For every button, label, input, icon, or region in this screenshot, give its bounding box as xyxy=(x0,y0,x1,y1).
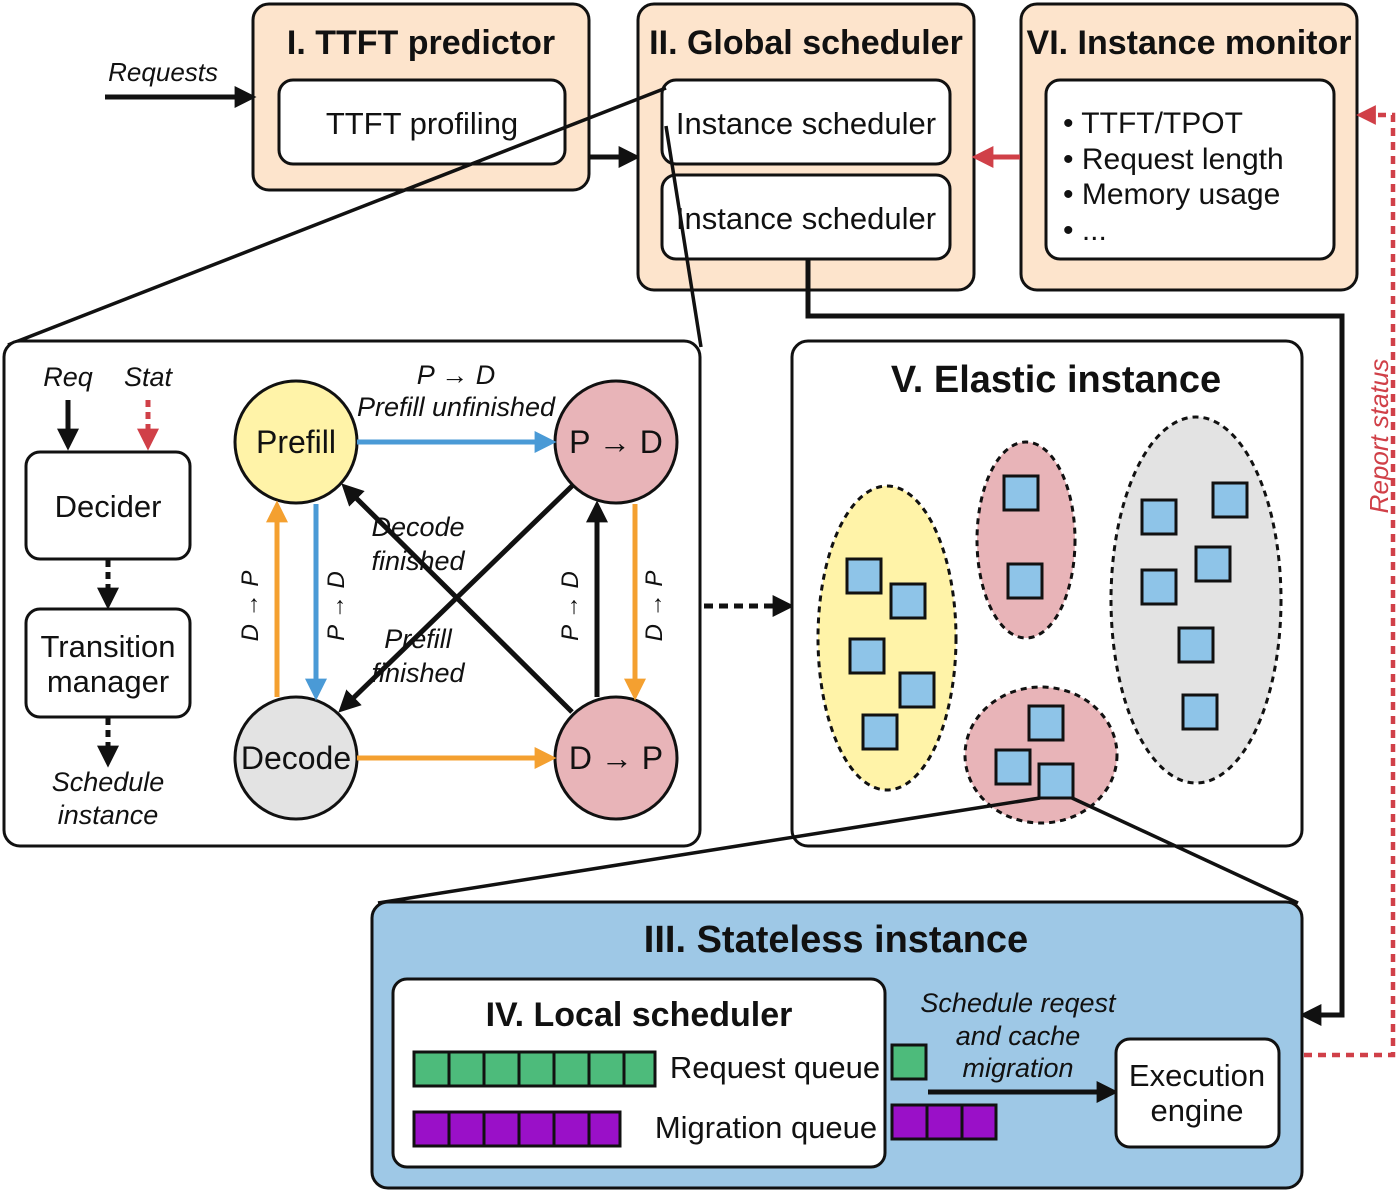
migration-in-transit xyxy=(890,1103,998,1141)
report-status-label: Report status xyxy=(1364,359,1394,514)
transition-instance-group xyxy=(963,685,1119,825)
instance-square xyxy=(1027,704,1065,742)
decode-finished-label: Decode xyxy=(371,512,464,542)
p2d-left-label: P → D xyxy=(323,571,350,641)
instance-square xyxy=(861,713,899,751)
pd-transition-label: Prefill unfinished xyxy=(357,392,556,422)
stateless-instance-title: III. Stateless instance xyxy=(644,919,1028,961)
ttft-profiling-label: TTFT profiling xyxy=(326,106,518,141)
report-status-arrow xyxy=(1304,105,1396,1058)
monitor-item: • ... xyxy=(1063,214,1107,247)
transition-manager-label: Transition xyxy=(41,629,176,664)
pd-transition-label: P → D xyxy=(417,360,496,390)
prefill-state-label: Prefill xyxy=(256,424,336,460)
prefill-finished-label: finished xyxy=(371,658,465,688)
schedule-instance-label: Schedule xyxy=(52,767,165,797)
migration-queue-label: Migration queue xyxy=(655,1110,877,1145)
decider-label: Decider xyxy=(55,489,162,524)
instance-scheduler-box-1 xyxy=(660,78,952,166)
execution-engine-box xyxy=(1114,1037,1281,1149)
instance-square xyxy=(1006,562,1044,600)
instance-square xyxy=(1194,545,1232,583)
instance-scheduler-box-2 xyxy=(660,173,952,261)
request-queue-label: Request queue xyxy=(670,1050,880,1085)
instance-scheduler-label-1: Instance scheduler xyxy=(676,106,936,141)
monitor-metrics-box xyxy=(1044,78,1336,261)
monitor-item: • Request length xyxy=(1063,143,1284,176)
elastic-instance-title: V. Elastic instance xyxy=(891,359,1221,401)
instance-square xyxy=(898,671,936,709)
instance-square xyxy=(1211,481,1249,519)
prefill-finished-label: Prefill xyxy=(384,624,453,654)
p-to-d-state-label: P → D xyxy=(569,424,663,460)
instance-square xyxy=(1140,498,1178,536)
transition-manager-label: manager xyxy=(47,664,169,699)
global-scheduler-title: II. Global scheduler xyxy=(649,24,963,62)
decode-finished-label: finished xyxy=(371,546,465,576)
instance-square xyxy=(1140,568,1178,606)
schedule-instance-label: instance xyxy=(58,800,159,830)
instance-monitor-title: VI. Instance monitor xyxy=(1027,24,1352,62)
instance-square xyxy=(848,637,886,675)
instance-square xyxy=(845,557,883,595)
schedule-migration-label: migration xyxy=(962,1053,1073,1083)
migration-queue xyxy=(412,1110,622,1148)
zoom-line-right xyxy=(1071,796,1299,905)
monitor-item: • Memory usage xyxy=(1063,178,1280,211)
d2p-left-label: D → P xyxy=(237,571,264,642)
ttft-profiling-box xyxy=(277,78,567,166)
instance-square xyxy=(1037,762,1075,800)
instance-square xyxy=(1181,693,1219,731)
request-queue xyxy=(412,1050,657,1088)
instance-square xyxy=(994,748,1032,786)
request-in-transit xyxy=(890,1043,928,1081)
d-to-p-state-label: D → P xyxy=(569,740,663,776)
zoom-line-left xyxy=(377,796,1041,905)
transition-manager-box xyxy=(24,607,192,719)
execution-engine-label: engine xyxy=(1150,1093,1243,1128)
transition-instance-group xyxy=(975,440,1077,640)
zoom-line-left xyxy=(7,86,667,347)
instance-square xyxy=(889,582,927,620)
d2p-right-label: D → P xyxy=(641,571,668,642)
execution-engine-label: Execution xyxy=(1129,1058,1265,1093)
scheduler-to-engine-arrow xyxy=(805,260,1345,1027)
decider-box xyxy=(24,450,192,561)
schedule-migration-label: Schedule reqest xyxy=(920,988,1117,1018)
instance-monitor-panel: VI. Instance monitor • TTFT/TPOT • Reque… xyxy=(1019,2,1359,292)
zoom-line-right xyxy=(664,125,703,348)
ttft-predictor-panel: I. TTFT predictor TTFT profiling xyxy=(251,2,591,192)
schedule-migration-label: and cache xyxy=(956,1021,1081,1051)
instance-square xyxy=(1177,626,1215,664)
dp-to-prefill-arrow xyxy=(341,483,574,714)
monitor-item: • TTFT/TPOT xyxy=(1063,107,1243,140)
instance-square xyxy=(1002,474,1040,512)
global-scheduler-panel: II. Global scheduler Instance scheduler … xyxy=(636,2,976,292)
instance-scheduler-label-2: Instance scheduler xyxy=(676,201,936,236)
decode-state-label: Decode xyxy=(241,740,351,776)
requests-label: Requests xyxy=(108,57,218,87)
stat-label: Stat xyxy=(124,362,174,392)
p2d-right-label: P → D xyxy=(557,571,584,641)
req-label: Req xyxy=(43,362,93,392)
local-scheduler-title: IV. Local scheduler xyxy=(486,996,793,1034)
ttft-predictor-title: I. TTFT predictor xyxy=(287,24,555,62)
